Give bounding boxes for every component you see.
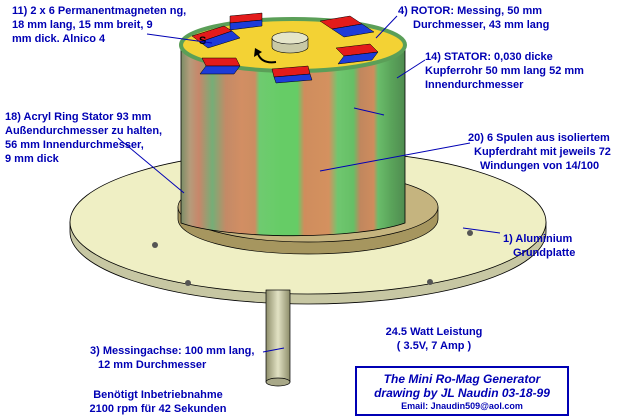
magnet <box>271 65 313 84</box>
mount-hole <box>152 242 158 248</box>
leader-line <box>262 347 285 353</box>
label-shaft: 3) Messingachse: 100 mm lang, 12 mm Durc… <box>90 345 255 371</box>
mount-hole <box>467 230 473 236</box>
leader-line <box>396 59 426 79</box>
label-rotor: 4) ROTOR: Messing, 50 mm Durchmesser, 43… <box>398 5 550 31</box>
leader-line <box>353 107 385 116</box>
permanent-magnets <box>191 12 379 84</box>
title-box: The Mini Ro-Mag Generator drawing by JL … <box>355 366 569 416</box>
diagram-title: The Mini Ro-Mag Generator <box>383 372 541 386</box>
label-base-plate: 1) Aluminium Grundplatte <box>503 233 576 259</box>
magnet <box>335 43 379 65</box>
magnet <box>199 57 241 75</box>
leader-line <box>319 142 471 172</box>
leader-line <box>375 15 398 39</box>
magnet <box>229 12 263 31</box>
shaft-top <box>271 31 309 54</box>
leader-line <box>462 227 501 234</box>
label-stator: 14) STATOR: 0,030 dicke Kupferrohr 50 mm… <box>425 51 584 91</box>
diagram-credit: drawing by JL Naudin 03-18-99 <box>374 386 550 400</box>
magnet-pole-label: S <box>199 35 206 47</box>
label-startup: Benötigt Inbetriebnahme 2100 rpm für 42 … <box>89 389 227 415</box>
mount-hole <box>185 280 191 286</box>
label-coils: 20) 6 Spulen aus isoliertem Kupferdraht … <box>468 132 611 172</box>
brass-shaft <box>265 289 291 387</box>
rotation-arrow <box>254 48 277 64</box>
author-email: Email: Jnaudin509@aol.com <box>401 401 523 411</box>
magnet <box>191 25 241 49</box>
mount-hole <box>427 279 433 285</box>
label-power: 24.5 Watt Leistung ( 3.5V, 7 Amp ) <box>385 326 483 352</box>
magnet <box>319 15 375 38</box>
label-acryl-ring: 18) Acryl Ring Stator 93 mm Außendurchme… <box>5 111 163 165</box>
leader-line <box>146 33 213 44</box>
leader-line <box>117 137 185 194</box>
leader-lines <box>117 15 501 353</box>
label-magnets: 11) 2 x 6 Permanentmagneten ng, 18 mm la… <box>12 5 187 45</box>
